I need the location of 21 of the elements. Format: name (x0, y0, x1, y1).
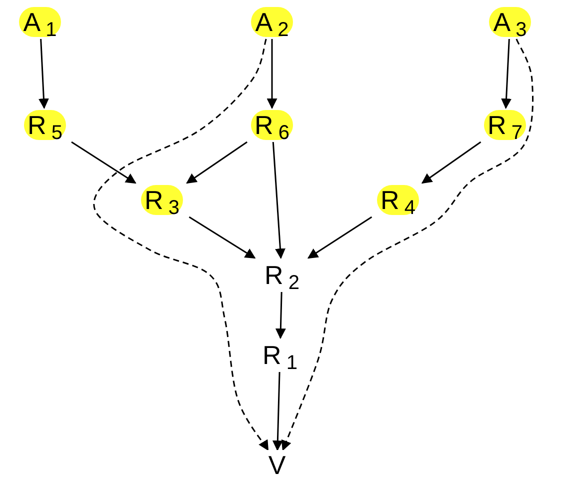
highlighted-label: R$_{5}$ (24, 110, 66, 140)
highlighted-label: A$_{2}$ (251, 7, 293, 37)
arrow (501, 38, 512, 110)
highlighted-label: R$_{6}$ (250, 110, 294, 140)
highlighted-label: A$_{1}$ (19, 7, 61, 37)
arrow (188, 216, 256, 259)
dashed-arrow (281, 38, 534, 451)
highlighted-label: A$_{3}$ (489, 7, 531, 37)
arrow (421, 141, 482, 184)
arrow (71, 141, 136, 184)
arrow (266, 39, 278, 110)
arrow (272, 372, 283, 452)
highlighted-label: R$_{4}$ (376, 185, 420, 215)
highlighted-label: R$_{7}$ (484, 110, 526, 140)
arrow (272, 142, 286, 260)
dashed-arrow (93, 38, 269, 451)
arrow (38, 38, 49, 110)
arrow (275, 292, 286, 340)
arrow (307, 216, 372, 259)
arrow (186, 141, 248, 184)
highlighted-label: R$_{3}$ (140, 185, 184, 215)
